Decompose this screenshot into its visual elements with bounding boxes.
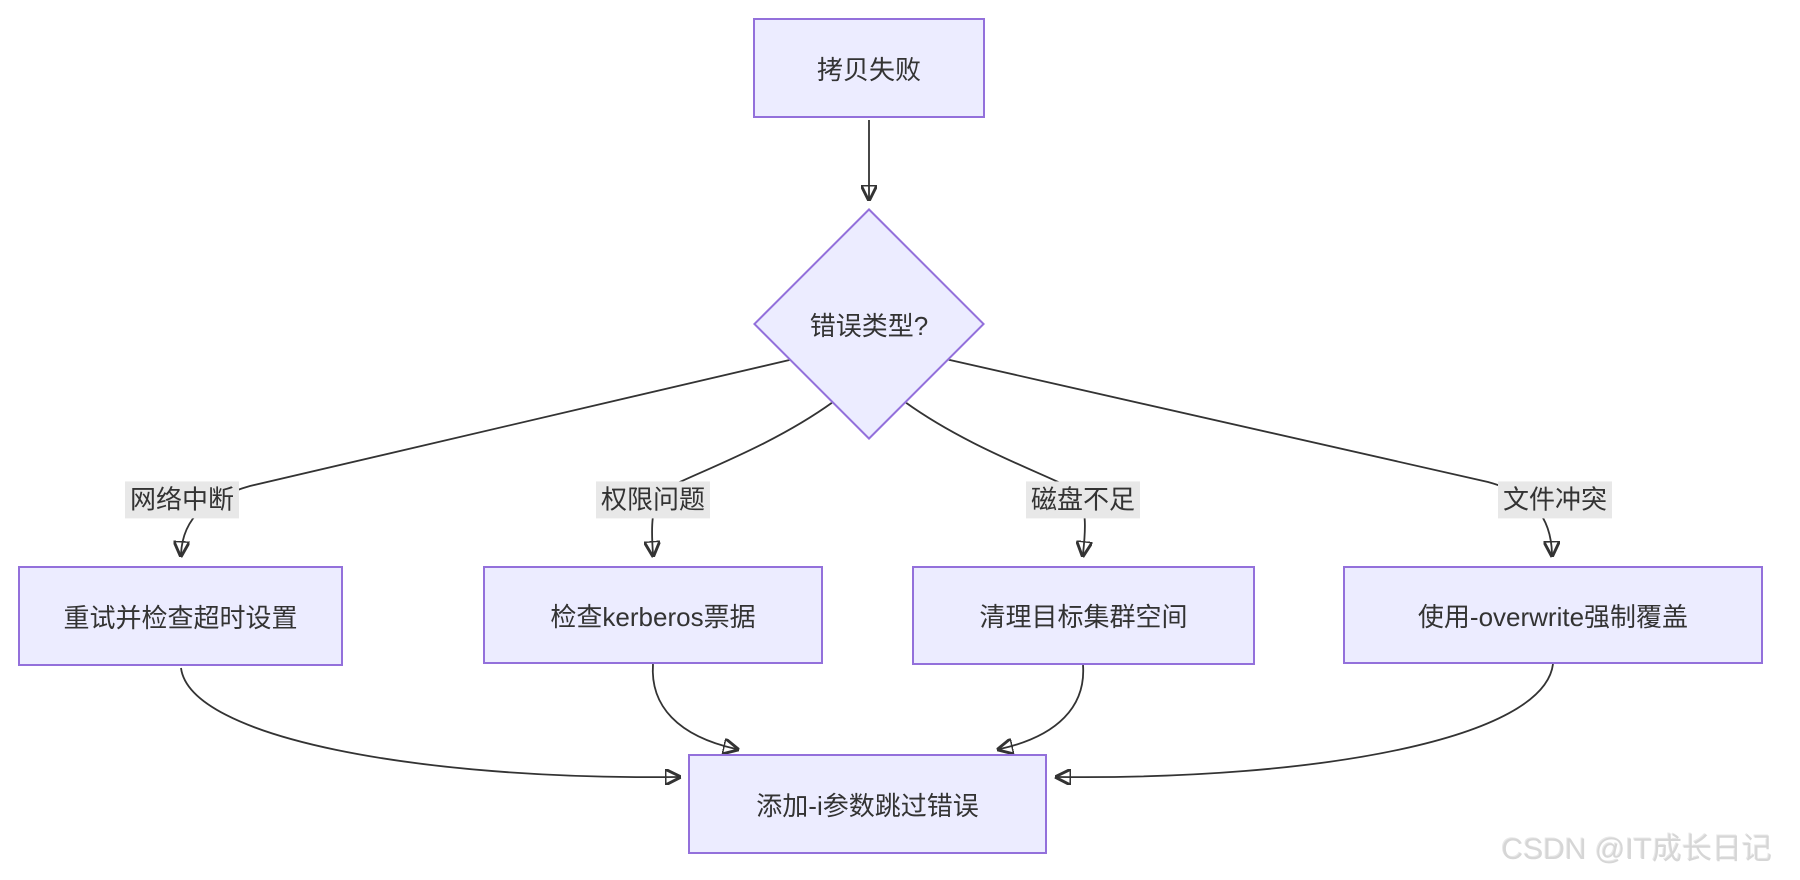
node-start-label: 拷贝失败 (816, 54, 921, 85)
watermark: CSDN @IT成长日记 (1501, 833, 1772, 866)
node-final-label: 添加-i参数跳过错误 (756, 790, 979, 821)
edge-branch1-to-final (180, 667, 678, 777)
edge-branch2-to-final (651, 663, 736, 749)
node-decision-label: 错误类型? (809, 310, 929, 341)
edge-decision-to-branch1 (181, 357, 799, 554)
node-final: 添加-i参数跳过错误 (688, 754, 1047, 854)
edge-branch3-to-final (1000, 664, 1085, 749)
node-action-cleanup: 清理目标集群空间 (912, 566, 1255, 665)
node-action-retry: 重试并检查超时设置 (18, 566, 343, 666)
edge-branch4-to-final (1058, 663, 1554, 777)
edge-label-conflict: 文件冲突 (1497, 481, 1613, 519)
node-action-kerberos: 检查kerberos票据 (483, 566, 823, 664)
node-action-retry-label: 重试并检查超时设置 (63, 602, 298, 633)
edge-label-permission: 权限问题 (595, 481, 711, 519)
node-action-overwrite: 使用-overwrite强制覆盖 (1343, 566, 1763, 664)
edge-label-network: 网络中断 (124, 481, 240, 519)
edge-decision-to-branch4 (940, 357, 1552, 554)
node-action-cleanup-label: 清理目标集群空间 (979, 602, 1188, 632)
node-start: 拷贝失败 (753, 18, 985, 118)
edge-decision-to-branch3 (904, 401, 1085, 554)
edge-decision-to-branch2 (652, 401, 834, 554)
edge-label-disk: 磁盘不足 (1025, 481, 1141, 519)
node-action-kerberos-label: 检查kerberos票据 (550, 601, 756, 632)
node-action-overwrite-label: 使用-overwrite强制覆盖 (1417, 601, 1689, 632)
